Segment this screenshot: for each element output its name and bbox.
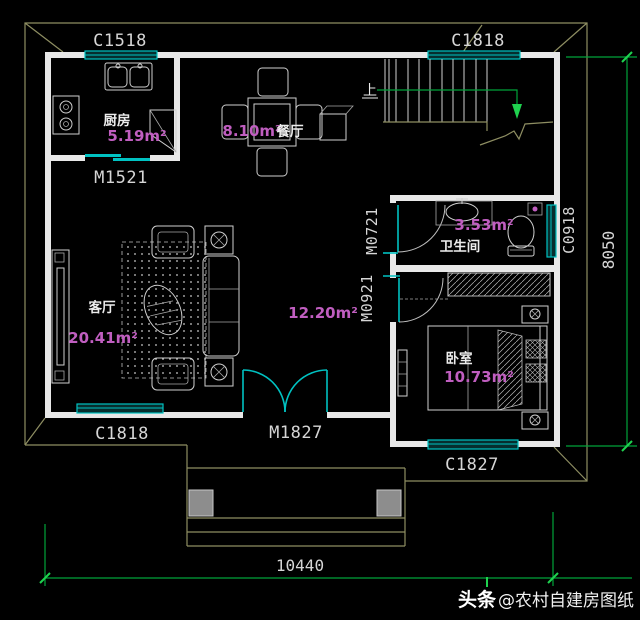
kitchen-sink xyxy=(104,62,153,91)
hall-cabinet xyxy=(319,105,354,141)
nightstand-top xyxy=(521,305,549,324)
kitchen-stove xyxy=(52,95,80,135)
label-door-bedroom: M0921 xyxy=(358,274,376,322)
porch-steps xyxy=(186,445,406,547)
dining-chair-left xyxy=(221,104,249,140)
wall-bathroom-top xyxy=(390,195,554,201)
label-window-kitchen: C1518 xyxy=(93,31,147,51)
room-area-living: 20.41m² xyxy=(68,329,138,347)
wardrobe xyxy=(447,272,551,297)
bedroom-door xyxy=(398,277,444,323)
entry-double-door xyxy=(242,369,328,413)
stair-edge xyxy=(383,121,488,131)
toilet xyxy=(507,215,535,257)
wall-hall-stub xyxy=(390,195,396,203)
wall-bottom-left-wing xyxy=(45,412,396,418)
label-window-bathroom: C0918 xyxy=(560,206,578,254)
watermark: 头条 @农村自建房图纸 xyxy=(458,588,634,611)
sliding-door-kitchen xyxy=(85,154,150,161)
label-door-entry: M1827 xyxy=(269,423,323,443)
wall-right xyxy=(554,52,560,447)
bed xyxy=(427,325,548,411)
label-window-stairs: C1818 xyxy=(451,31,505,51)
window-bedroom-c1827 xyxy=(427,439,519,450)
dimension-depth-value: 8050 xyxy=(599,231,618,270)
dining-chair-right xyxy=(295,104,323,140)
label-window-bedroom: C1827 xyxy=(445,455,499,475)
window-stairs-c1818 xyxy=(427,50,521,60)
bathroom-door xyxy=(397,204,446,253)
room-name-living: 客厅 xyxy=(88,299,116,316)
room-area-kitchen: 5.19m² xyxy=(107,127,166,145)
room-name-dining: 餐厅 xyxy=(276,123,304,140)
room-area-dining: 8.10m² xyxy=(222,122,281,140)
windows xyxy=(76,50,557,450)
staircase xyxy=(362,59,554,146)
kitchen-corner-cabinet xyxy=(149,109,177,153)
room-name-bathroom: 卫生间 xyxy=(440,238,481,255)
side-table-bottom xyxy=(204,357,234,387)
watermark-platform: 头条 xyxy=(458,588,497,611)
watermark-account: @农村自建房图纸 xyxy=(498,591,634,611)
window-living-c1818 xyxy=(76,403,164,414)
bed-blanket xyxy=(497,329,523,411)
living-furniture xyxy=(51,225,240,391)
label-door-kitchen: M1521 xyxy=(94,168,148,188)
tv-cabinet xyxy=(51,249,70,384)
sofa xyxy=(202,255,240,357)
wash-basin xyxy=(435,198,493,226)
room-name-kitchen: 厨房 xyxy=(104,112,131,129)
floor-drain xyxy=(527,202,543,216)
rug xyxy=(121,241,207,379)
wall-left xyxy=(45,52,51,418)
dining-chair-top xyxy=(257,67,289,97)
dimension-bottom xyxy=(39,512,632,587)
stair-break-line xyxy=(479,121,554,146)
porch-column-left xyxy=(188,489,214,517)
wall-door-jamb xyxy=(390,252,396,278)
label-window-living: C1818 xyxy=(95,424,149,444)
bathroom-fixtures xyxy=(435,198,543,257)
coffee-table xyxy=(143,284,183,336)
bedroom-shelf xyxy=(397,349,408,397)
roof-eave-outline xyxy=(24,22,588,482)
stairs-up-label: 上 xyxy=(363,83,377,99)
wall-bath-bedroom-divider xyxy=(390,265,554,272)
room-area-hall: 12.20m² xyxy=(288,304,358,322)
bedroom-furniture xyxy=(397,272,551,430)
window-kitchen-c1518 xyxy=(84,50,158,60)
porch-column-right xyxy=(376,489,402,517)
dimension-width-value: 10440 xyxy=(276,556,324,575)
armchair-bottom xyxy=(151,357,195,391)
pillow-2 xyxy=(525,363,547,383)
nightstand-bottom xyxy=(521,411,549,430)
wall-kitchen-right xyxy=(174,52,180,161)
room-area-bathroom: 3.53m² xyxy=(454,216,513,234)
window-bathroom-c0918 xyxy=(546,204,557,258)
wall-bedroom-left xyxy=(390,322,396,447)
wall-top xyxy=(45,52,560,58)
room-area-bedroom: 10.73m² xyxy=(444,368,514,386)
dimension-right xyxy=(566,51,637,452)
stair-up-arrow xyxy=(377,89,522,119)
side-table-top xyxy=(204,225,234,255)
kitchen-furniture xyxy=(52,62,177,153)
pillow-1 xyxy=(525,339,547,359)
opening-entry-door xyxy=(243,412,327,418)
dining-furniture xyxy=(221,67,354,177)
label-door-bathroom: M0721 xyxy=(363,207,381,255)
armchair-top xyxy=(151,225,195,259)
doors xyxy=(85,154,446,413)
room-name-bedroom: 卧室 xyxy=(446,350,473,367)
dining-chair-bottom xyxy=(256,147,288,177)
